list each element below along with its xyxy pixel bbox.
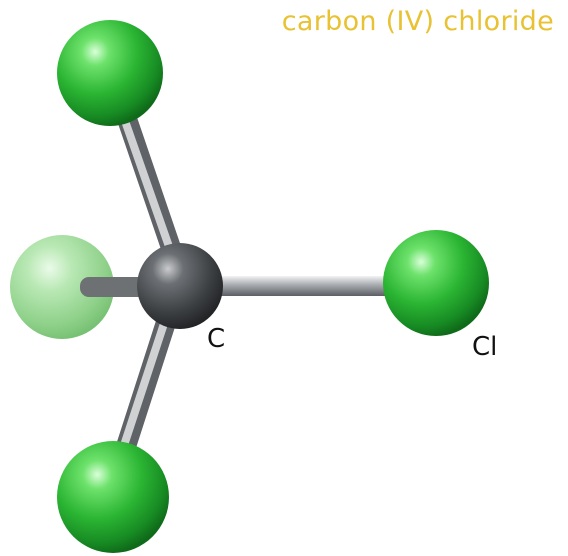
chlorine-atom-lower [57,441,169,553]
chlorine-atom-right [383,230,489,336]
carbon-atom [137,243,223,329]
carbon-label: C [207,324,226,354]
bond-right [180,276,435,296]
chlorine-atom-back [10,235,114,339]
diagram-title: carbon (IV) chloride [281,6,554,37]
chlorine-label: Cl [472,332,498,362]
chlorine-atom-upper [57,20,163,126]
